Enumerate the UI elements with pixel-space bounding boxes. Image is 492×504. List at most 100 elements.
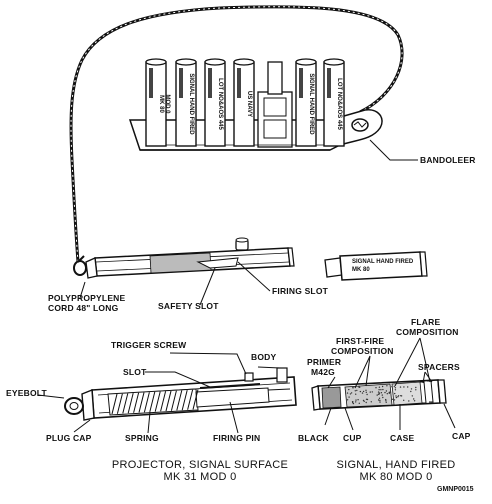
stipple-dot [397, 396, 399, 398]
stipple-dot [384, 391, 386, 394]
stipple-dot [358, 385, 360, 388]
stipple-dot [410, 390, 412, 393]
stipple-dot [348, 388, 350, 391]
stipple-dot [362, 390, 365, 393]
stipple-dot [403, 399, 405, 401]
stipple-dot [382, 396, 384, 399]
stipple-dot [415, 389, 417, 391]
stipple-dot [393, 385, 395, 388]
stipple-dot [393, 399, 396, 401]
stipple-dot [395, 396, 398, 399]
stipple-dot [348, 396, 350, 398]
stipple-dot [391, 386, 393, 388]
label-primer-line1: PRIMER [307, 357, 342, 367]
stipple-dot [365, 401, 367, 404]
label-primer-line2: M42G [311, 367, 335, 377]
stipple-dot [378, 397, 381, 399]
label-flare-line2: COMPOSITION [396, 327, 459, 337]
stipple-dot [378, 392, 381, 394]
stipple-dot [388, 392, 390, 394]
polypropylene-cord [69, 5, 404, 276]
stipple-dot [415, 386, 417, 389]
label-cord-line1: POLYPROPYLENE [48, 293, 126, 303]
label-first-fire-line1: FIRST-FIRE [336, 336, 385, 346]
spring-coil [127, 392, 134, 414]
stipple-dot [359, 390, 362, 393]
stipple-dot [410, 388, 413, 390]
stipple-dot [362, 399, 365, 402]
stipple-dot [346, 392, 349, 394]
spring-coil [116, 393, 123, 414]
label-first-fire-line2: COMPOSITION [331, 346, 394, 356]
bandoleer-tube-label: LOT NO&AOS 445 [336, 78, 342, 130]
label-trigger-screw: TRIGGER SCREW [111, 340, 187, 350]
label-firing-slot: FIRING SLOT [272, 286, 329, 296]
stipple-dot [350, 392, 353, 394]
bandoleer-tube-label-extra: MOD 0 [164, 94, 170, 114]
spring-coil [133, 392, 140, 413]
stipple-dot [394, 387, 397, 389]
spring-coil [154, 391, 161, 412]
spring-coil [160, 391, 167, 412]
stipple-dot [369, 391, 371, 393]
stipple-dot [408, 400, 410, 402]
stipple-dot [382, 388, 384, 391]
stipple-dot [352, 387, 354, 389]
signal-cutaway [311, 379, 447, 411]
stipple-dot [365, 398, 368, 400]
stipple-dot [378, 389, 380, 391]
label-case: CASE [390, 433, 415, 443]
stipple-dot [370, 401, 372, 403]
caption-projector-line2: MK 31 MOD 0 [163, 471, 237, 483]
stipple-dot [392, 398, 394, 400]
stipple-dot [355, 393, 357, 395]
bandoleer-tube: SIGNAL HAND FIRED [295, 58, 317, 147]
spring-coil [111, 393, 118, 415]
label-cord-line2: CORD 48" LONG [48, 303, 119, 313]
stipple-dot [411, 395, 413, 397]
stipple-dot [377, 391, 380, 393]
bandoleer-tube-label: LOT NO&AOS 445 [217, 78, 223, 130]
label-flare-line1: FLARE [411, 317, 441, 327]
spring-coil [122, 393, 129, 414]
label-slot: SLOT [123, 367, 147, 377]
label-black: BLACK [298, 433, 329, 443]
spring-coil [187, 389, 194, 410]
label-body: BODY [251, 352, 277, 362]
stipple-dot [385, 400, 387, 402]
bandoleer-tube: LOT NO&AOS 445 [204, 58, 226, 147]
small-signal-label: SIGNAL HAND FIRED [352, 259, 414, 265]
figure-id: GMNP0015 [437, 486, 474, 493]
stipple-dot [413, 400, 416, 402]
bandoleer-tube-label: US NAVY [246, 91, 252, 117]
stipple-dot [366, 393, 368, 396]
stipple-dot [395, 395, 397, 397]
stipple-dot [349, 393, 352, 395]
bandoleer-tube-label: SIGNAL HAND FIRED [188, 73, 194, 135]
stipple-dot [346, 399, 349, 401]
stipple-dot [365, 389, 367, 391]
projector-side-view [85, 237, 295, 279]
spring-coil [149, 391, 156, 413]
stipple-dot [399, 386, 402, 388]
stipple-dot [355, 399, 357, 401]
spring-coil [181, 389, 188, 411]
stipple-dot [377, 393, 380, 395]
caption-projector-line1: PROJECTOR, SIGNAL SURFACE [111, 459, 289, 471]
spring-coil [143, 392, 150, 413]
stipple-dot [377, 399, 380, 401]
spring-coils [111, 389, 199, 415]
bandoleer-tube: US NAVY [233, 58, 255, 147]
label-firing-pin: FIRING PIN [213, 433, 261, 443]
stipple-dot [358, 402, 360, 404]
caption-signal-line2: MK 80 MOD 0 [359, 471, 433, 483]
label-safety-slot: SAFETY SLOT [158, 301, 219, 311]
label-spacers: SPACERS [418, 362, 460, 372]
small-signal-label: MK 80 [352, 267, 370, 273]
cutaway-leaders [37, 352, 281, 434]
label-cap: CAP [452, 431, 471, 441]
stipple-dot [394, 392, 396, 395]
